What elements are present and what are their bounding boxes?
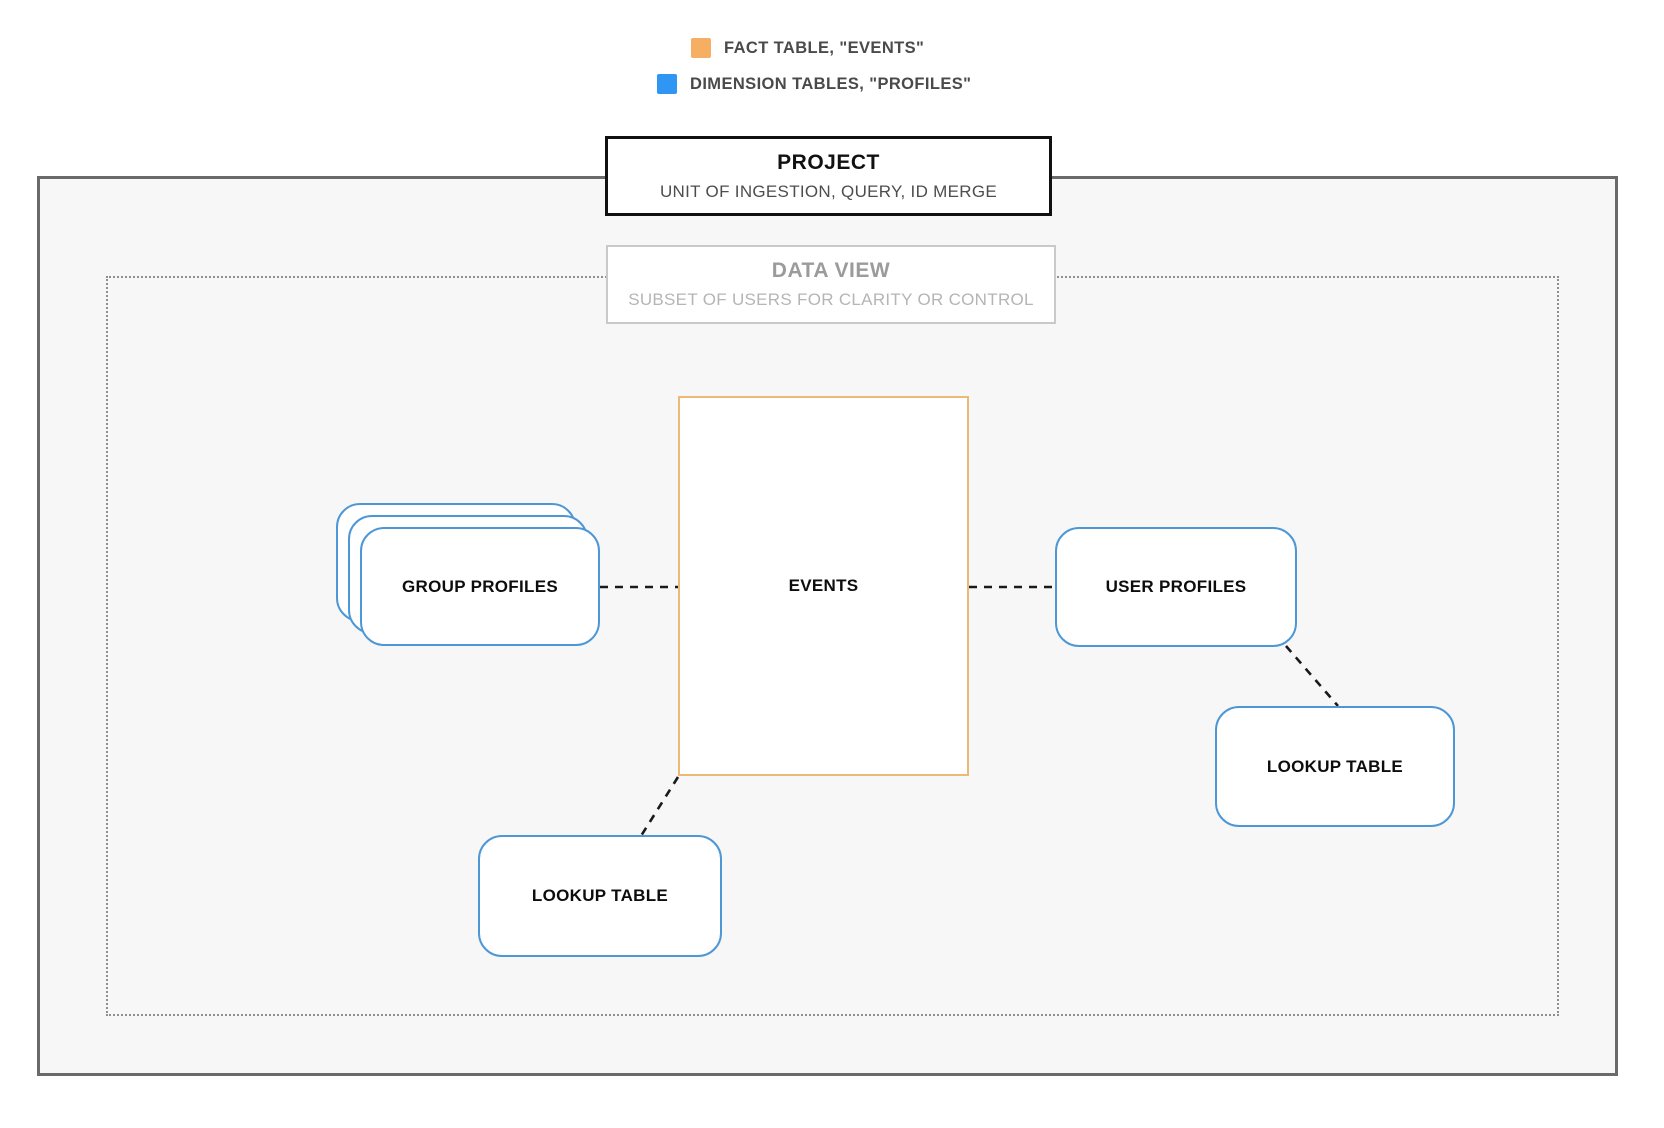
legend-label-dimension-tables: DIMENSION TABLES, "PROFILES": [690, 74, 972, 93]
data-view-label-box: DATA VIEW SUBSET OF USERS FOR CLARITY OR…: [606, 245, 1056, 324]
project-label-box: PROJECT UNIT OF INGESTION, QUERY, ID MER…: [605, 136, 1052, 216]
dimension-tables-swatch-icon: [657, 74, 677, 94]
data-view-subtitle: SUBSET OF USERS FOR CLARITY OR CONTROL: [628, 290, 1034, 309]
node-lookup-table-right: LOOKUP TABLE: [1215, 706, 1455, 827]
node-group-profiles-label: GROUP PROFILES: [402, 576, 558, 596]
fact-table-swatch-icon: [691, 38, 711, 58]
node-lookup-table-bottom: LOOKUP TABLE: [478, 835, 722, 957]
data-view-title: DATA VIEW: [771, 259, 891, 282]
legend-item-fact-table: FACT TABLE, "EVENTS": [691, 38, 924, 58]
node-events: EVENTS: [678, 396, 969, 776]
legend-label-fact-table: FACT TABLE, "EVENTS": [724, 38, 925, 57]
node-group-profiles: GROUP PROFILES: [360, 527, 600, 646]
node-user-profiles-label: USER PROFILES: [1105, 577, 1247, 596]
node-events-label: EVENTS: [788, 576, 859, 595]
legend-item-dimension-tables: DIMENSION TABLES, "PROFILES": [657, 74, 971, 94]
project-title: PROJECT: [777, 150, 880, 174]
node-lookup-table-bottom-label: LOOKUP TABLE: [531, 886, 669, 905]
node-lookup-table-right-label: LOOKUP TABLE: [1266, 756, 1404, 776]
project-subtitle: UNIT OF INGESTION, QUERY, ID MERGE: [659, 181, 998, 201]
node-user-profiles: USER PROFILES: [1055, 527, 1297, 647]
